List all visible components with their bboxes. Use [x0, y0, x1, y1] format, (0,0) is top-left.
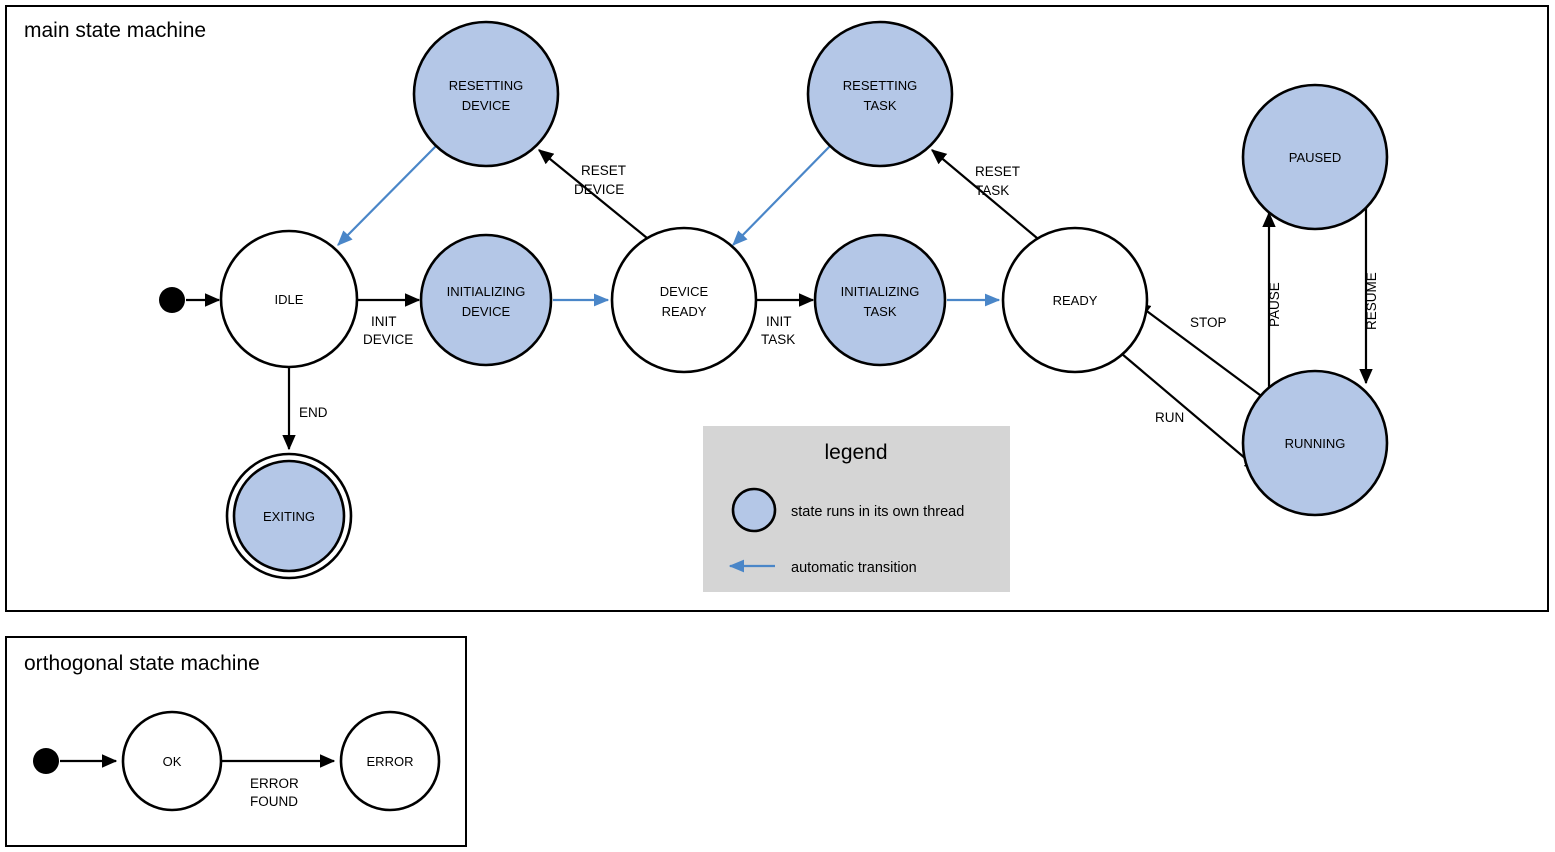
state-running-shape[interactable]	[1241, 369, 1389, 517]
legend-title: legend	[824, 441, 887, 464]
state-initializing-task[interactable]: INITIALIZING TASK	[813, 233, 947, 367]
transition-label-run: RUN	[1155, 410, 1184, 425]
state-device-ready-label-line1: DEVICE	[660, 284, 709, 299]
state-device-ready-label-line2: READY	[662, 304, 707, 319]
orthogonal-states: OK ERROR	[33, 710, 441, 812]
state-exiting[interactable]: EXITING	[225, 452, 353, 580]
transition-idle-exiting: END	[282, 368, 328, 451]
state-idle-label: IDLE	[275, 292, 304, 307]
transition-ok-error: ERROR FOUND	[222, 754, 336, 809]
legend-item-thread-state: state runs in its own thread	[731, 487, 964, 533]
transition-label-init-device-line1: INIT	[371, 314, 397, 329]
state-exiting-outer-ring	[225, 452, 353, 580]
state-resetting-device[interactable]: RESETTING DEVICE	[412, 20, 560, 168]
state-resetting-device-shape[interactable]	[412, 20, 560, 168]
transition-label-init-device-line2: DEVICE	[363, 332, 413, 347]
state-ready-label: READY	[1053, 293, 1098, 308]
state-initializing-device[interactable]: INITIALIZING DEVICE	[419, 233, 553, 367]
state-ok-shape[interactable]	[121, 710, 223, 812]
legend-item-auto-transition: automatic transition	[728, 559, 917, 576]
transition-idle-initializing-device: INIT DEVICE	[357, 293, 421, 347]
transition-label-resume: RESUME	[1364, 272, 1379, 330]
state-running[interactable]: RUNNING	[1241, 369, 1389, 517]
state-ok[interactable]: OK	[121, 710, 223, 812]
transition-label-reset-task-line1: RESET	[975, 164, 1020, 179]
state-resetting-task-label-line1: RESETTING	[843, 78, 917, 93]
transition-resetting-device-idle	[337, 144, 438, 246]
state-idle[interactable]: IDLE	[219, 229, 359, 369]
state-ready-shape[interactable]	[1001, 226, 1149, 374]
transition-label-stop: STOP	[1190, 315, 1227, 330]
transition-label-init-task-line2: TASK	[761, 332, 795, 347]
transition-paused-running: RESUME	[1359, 207, 1379, 385]
state-paused-label: PAUSED	[1289, 150, 1342, 165]
transition-running-ready: STOP	[1135, 302, 1265, 399]
state-device-ready[interactable]: DEVICE READY	[610, 226, 758, 374]
transition-label-end: END	[299, 405, 328, 420]
transition-label-pause: PAUSE	[1267, 282, 1282, 327]
transition-label-init-task-line1: INIT	[766, 314, 792, 329]
state-initializing-device-label-line1: INITIALIZING	[447, 284, 526, 299]
transition-label-reset-device-line1: RESET	[581, 163, 626, 178]
main-frame-title: main state machine	[24, 19, 206, 42]
state-ready[interactable]: READY	[1001, 226, 1149, 374]
transition-device-ready-initializing-task: INIT TASK	[757, 293, 815, 347]
orthogonal-state-machine-frame: orthogonal state machine ERROR FOUND OK …	[5, 636, 467, 847]
legend: legend state runs in its own thread auto…	[703, 426, 1010, 592]
state-initializing-device-label-line2: DEVICE	[462, 304, 511, 319]
orthogonal-initial-state-dot	[33, 748, 59, 774]
orthogonal-transitions: ERROR FOUND	[60, 754, 336, 809]
initial-state-dot	[159, 287, 185, 313]
state-resetting-device-label-line1: RESETTING	[449, 78, 523, 93]
legend-item-auto-transition-label: automatic transition	[791, 560, 917, 576]
state-initializing-task-label-line2: TASK	[864, 304, 897, 319]
state-running-label: RUNNING	[1285, 436, 1346, 451]
orthogonal-frame-title: orthogonal state machine	[24, 652, 260, 675]
transition-device-ready-resetting-device: RESET DEVICE	[538, 149, 648, 239]
thread-state-swatch-icon	[731, 487, 777, 533]
state-initializing-task-label-line1: INITIALIZING	[841, 284, 920, 299]
transition-resetting-task-device-ready	[732, 144, 832, 246]
state-resetting-task[interactable]: RESETTING TASK	[806, 20, 954, 168]
transition-running-paused: PAUSE	[1262, 211, 1282, 396]
state-error-shape[interactable]	[339, 710, 441, 812]
state-paused-shape[interactable]	[1241, 83, 1389, 231]
state-exiting-shape[interactable]	[232, 459, 346, 573]
state-error[interactable]: ERROR	[339, 710, 441, 812]
main-transitions: INIT DEVICE END RESET DEVICE	[186, 144, 1379, 471]
transition-ready-resetting-task: RESET TASK	[931, 149, 1038, 239]
transition-label-error-found-line2: FOUND	[250, 794, 298, 809]
state-initializing-device-shape[interactable]	[419, 233, 553, 367]
main-state-machine-frame: main state machine INIT DEVICE END	[5, 5, 1549, 612]
state-resetting-task-label-line2: TASK	[864, 98, 897, 113]
state-exiting-label: EXITING	[263, 509, 315, 524]
legend-item-thread-state-label: state runs in its own thread	[791, 504, 964, 520]
state-initializing-task-shape[interactable]	[813, 233, 947, 367]
state-error-label: ERROR	[367, 754, 414, 769]
state-idle-shape[interactable]	[219, 229, 359, 369]
transition-label-reset-task-line2: TASK	[975, 183, 1009, 198]
state-device-ready-shape[interactable]	[610, 226, 758, 374]
main-states: IDLE RESETTING DEVICE INITIALIZING DEVIC…	[159, 20, 1389, 580]
state-ok-label: OK	[163, 754, 182, 769]
transition-label-error-found-line1: ERROR	[250, 776, 299, 791]
transition-ready-running: RUN	[1121, 353, 1260, 471]
state-paused[interactable]: PAUSED	[1241, 83, 1389, 231]
state-resetting-task-shape[interactable]	[806, 20, 954, 168]
state-resetting-device-label-line2: DEVICE	[462, 98, 511, 113]
transition-label-reset-device-line2: DEVICE	[574, 182, 624, 197]
